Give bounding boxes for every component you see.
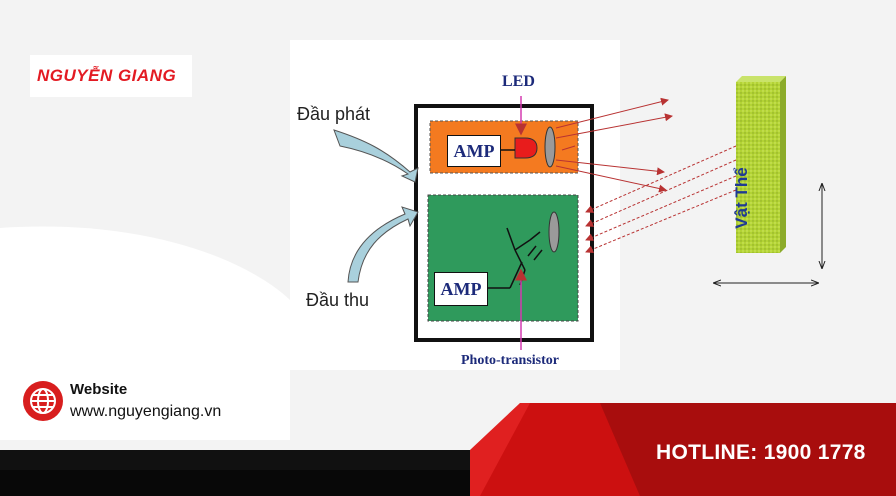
object-block xyxy=(736,82,780,253)
website-title: Website xyxy=(70,381,128,398)
globe-icon[interactable] xyxy=(22,380,64,422)
receiver-callout-arrow xyxy=(347,206,419,283)
emitter-callout-arrow xyxy=(333,129,419,183)
object-label: Vật Thể xyxy=(732,167,751,229)
website-link[interactable]: www.nguyengiang.vn xyxy=(70,403,222,420)
led-icon xyxy=(514,137,538,159)
amp-emitter-box: AMP xyxy=(447,135,501,167)
phototransistor-icon xyxy=(486,227,543,289)
brand-logo-text: NGUYỄN GIANG xyxy=(37,66,177,85)
object-top xyxy=(736,76,786,82)
phototransistor-label: Photo-transistor xyxy=(461,353,559,368)
receiver-label: Đầu thu xyxy=(306,290,370,310)
brand-logo[interactable]: NGUYỄN GIANG xyxy=(30,55,192,97)
emitter-lens xyxy=(544,126,556,168)
receiver-lens xyxy=(548,211,560,253)
hotline-text[interactable]: HOTLINE: 1900 1778 xyxy=(656,441,866,464)
amp-receiver-box: AMP xyxy=(434,272,488,306)
led-label: LED xyxy=(502,73,535,90)
emitter-label: Đầu phát xyxy=(297,104,371,124)
object-side xyxy=(780,76,786,253)
